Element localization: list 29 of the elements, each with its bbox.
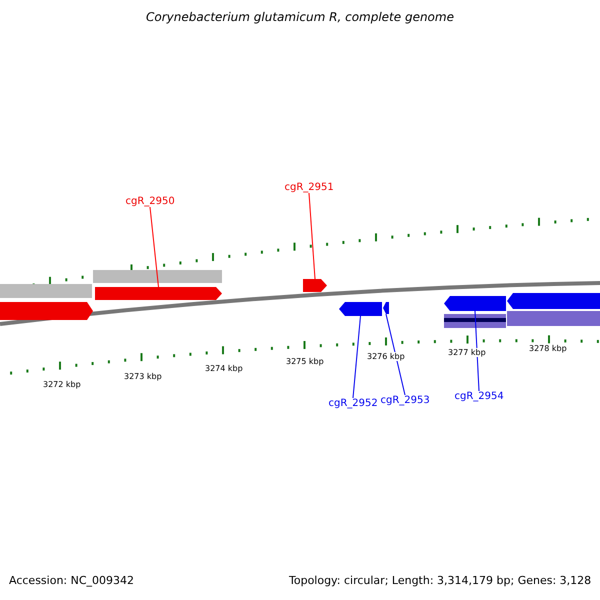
scale-label: 3272 kbp: [43, 380, 81, 389]
leader-line: [308, 192, 316, 280]
scale-label: 3275 kbp: [286, 357, 324, 366]
gene-feature: [444, 296, 506, 311]
gene-label: cgR_2950: [126, 196, 175, 207]
feature-bar: [507, 311, 600, 326]
feature-bar: [93, 270, 222, 283]
leader-line: [150, 206, 159, 288]
gene-label: cgR_2951: [284, 182, 334, 193]
feature-bar: [444, 314, 506, 328]
scale-label: 3277 kbp: [448, 348, 486, 357]
scale-label: 3273 kbp: [124, 372, 162, 381]
gene-label: cgR_2953: [380, 395, 430, 406]
gene-label: cgR_2952: [328, 398, 378, 409]
scale-label: 3276 kbp: [367, 352, 405, 361]
scale-label: 3274 kbp: [205, 364, 243, 373]
gene-feature: [303, 279, 327, 292]
leader-line: [386, 314, 406, 396]
scale-label: 3278 kbp: [529, 344, 567, 353]
feature-bar: [0, 284, 92, 298]
summary-text: Topology: circular; Length: 3,314,179 bp; Genes: 3,128: [289, 574, 592, 587]
gene-feature: [95, 287, 222, 300]
accession-text: Accession: NC_009342: [9, 574, 134, 587]
gene-feature: [507, 293, 600, 309]
gene-label: cgR_2954: [454, 391, 504, 402]
gene-feature: [0, 302, 93, 320]
leader-line: [352, 316, 361, 398]
title: Corynebacterium glutamicum R, complete genome: [146, 10, 454, 24]
leader-line: [474, 310, 480, 392]
